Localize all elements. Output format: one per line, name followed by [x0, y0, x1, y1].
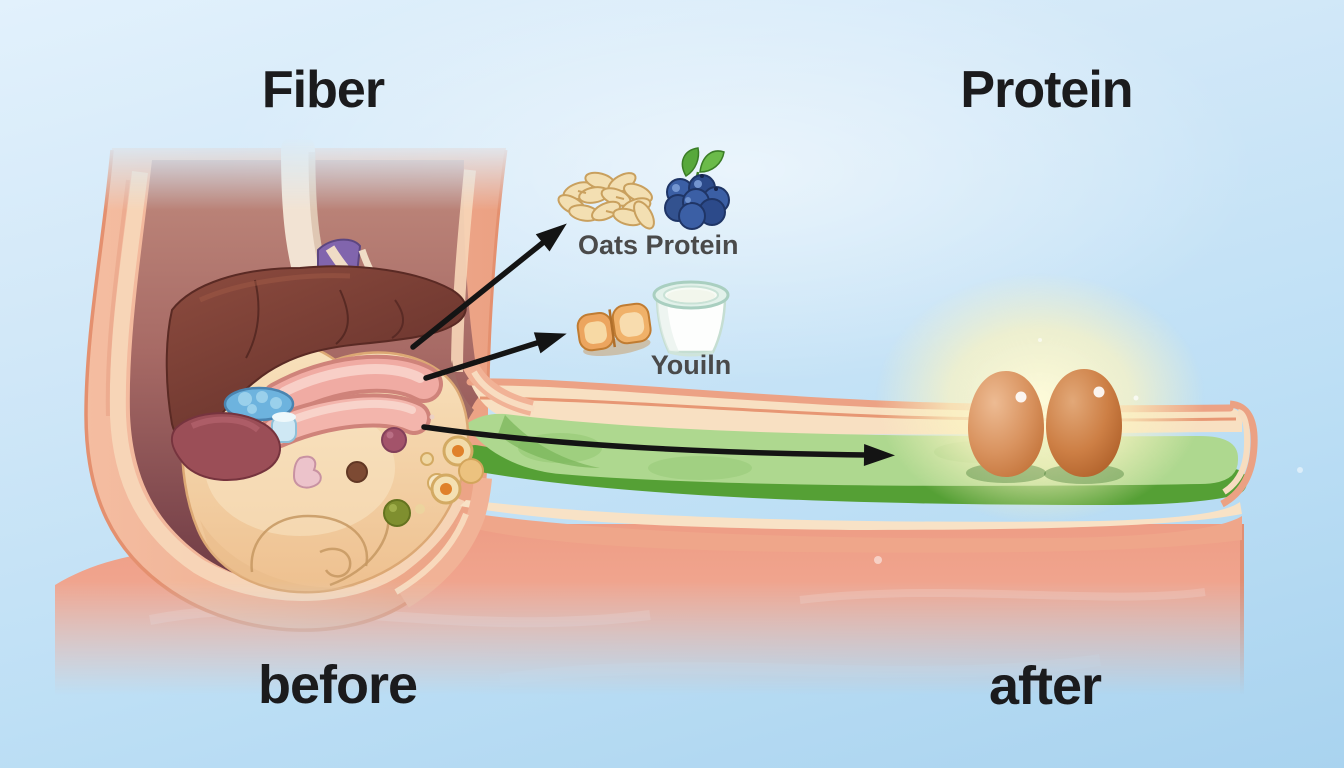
eggs-icon	[966, 338, 1139, 484]
label-protein: Protein	[960, 61, 1133, 119]
arrow-to-roll-icon	[423, 332, 567, 381]
arrow-to-oats-icon	[410, 223, 567, 350]
food-particles	[346, 414, 484, 527]
label-after: after	[988, 656, 1102, 716]
wall-lining	[105, 169, 476, 601]
oats-icon	[557, 171, 655, 230]
arrow-group	[410, 223, 895, 466]
label-before: before	[257, 655, 418, 715]
spleen-icon	[170, 412, 281, 481]
label-oats: Oats	[577, 230, 639, 260]
cinnamon-roll-icon	[576, 302, 652, 357]
blueberries-icon	[664, 147, 730, 230]
gallbladder-icon	[223, 386, 297, 443]
pylorus-nub	[292, 455, 322, 489]
arrow-to-eggs-icon	[421, 424, 895, 466]
glow-highlight	[875, 273, 1205, 523]
intestine-coils-icon	[259, 354, 443, 449]
label-fiber: Fiber	[261, 61, 385, 119]
yogurt-cup-icon	[652, 280, 730, 357]
label-yogurt: Youiln	[650, 350, 732, 380]
label-food-protein: Protein	[645, 230, 739, 260]
